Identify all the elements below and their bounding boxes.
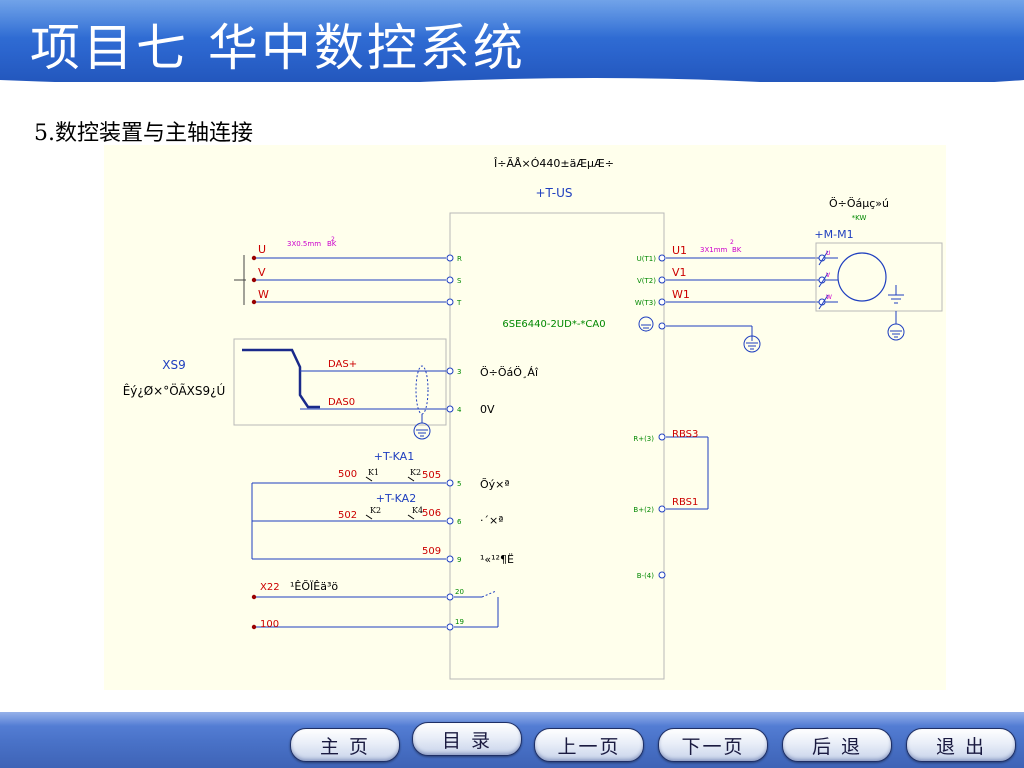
motor-kw: *KW xyxy=(852,214,867,222)
output-terminal-circles xyxy=(658,254,666,330)
terminal-9: 9 xyxy=(457,556,461,564)
terminal-3: 3 xyxy=(457,368,461,376)
terminal-4: 4 xyxy=(457,406,462,414)
terminal-20: 20 xyxy=(455,588,464,596)
drive-model: 6SE6440-2UD*-*CA0 xyxy=(502,319,605,330)
contact-k4: K4 xyxy=(412,506,423,515)
contact-k2-top: K2 xyxy=(410,468,421,477)
next-page-button[interactable]: 下一页 xyxy=(658,728,768,762)
contact-k2-bottom: K2 xyxy=(370,506,381,515)
analog-lines xyxy=(300,365,446,440)
terminal-r: R xyxy=(457,255,462,263)
contact-k1: K1 xyxy=(368,468,379,477)
motor-box xyxy=(815,242,943,312)
output-cable-sup: 2 xyxy=(730,239,734,246)
diagram-top-title: Î÷ÃÅ×Ó440±äÆµÆ÷ xyxy=(493,157,614,170)
terminal-5: 5 xyxy=(457,480,461,488)
page-title: 项目七 华中数控系统 xyxy=(30,19,526,77)
output-cable-spec: 3X1mm xyxy=(700,246,728,254)
output-phase-w1: W1 xyxy=(672,288,690,301)
motor-winding-w: W xyxy=(826,294,832,301)
terminal-s: S xyxy=(457,277,462,285)
analog-terminal-circles xyxy=(446,367,454,413)
rbs1-label: RBS1 xyxy=(672,497,698,508)
analog-desc-0v: 0V xyxy=(480,403,495,416)
das0-label: DAS0 xyxy=(328,397,355,408)
ka2-tag: +T-KA2 xyxy=(376,492,416,505)
header-highlight xyxy=(0,0,1024,38)
output-cable-color: BK xyxy=(732,246,742,254)
digital-terminal-circles xyxy=(446,479,454,563)
brake-terminal-circles xyxy=(658,433,666,579)
xs9-cable xyxy=(242,348,320,409)
exit-button[interactable]: 退 出 xyxy=(906,728,1016,762)
xs9-tag: XS9 xyxy=(162,358,185,372)
x22-description: ¹ÊÕÏÊä³ö xyxy=(290,580,338,593)
supply-cable-color: BK xyxy=(327,240,337,248)
xs9-description: Êý¿Ø×°ÖÃXS9¿Ú xyxy=(123,382,226,398)
section-subtitle: 5.数控装置与主轴连接 xyxy=(34,121,253,146)
wire-502: 502 xyxy=(338,510,357,521)
motor-winding-v: V xyxy=(826,272,831,279)
terminal-r-plus: R+(3) xyxy=(633,435,654,443)
wire-505: 505 xyxy=(422,470,441,481)
motor-name: Ö÷Öáµç»ú xyxy=(829,197,889,210)
ka1-tag: +T-KA1 xyxy=(374,450,414,463)
motor-symbol xyxy=(837,252,887,302)
supply-terminal-circles xyxy=(446,254,454,306)
wire-100: 100 xyxy=(260,619,279,630)
rbs3-label: RBS3 xyxy=(672,429,698,440)
output-phase-u1: U1 xyxy=(672,244,687,257)
drive-box xyxy=(449,212,665,680)
x22-tag: X22 xyxy=(260,582,280,593)
relay-dots xyxy=(251,594,257,630)
back-button[interactable]: 后 退 xyxy=(782,728,892,762)
header-bar xyxy=(0,0,1024,82)
supply-dots xyxy=(251,255,257,305)
analog-desc-spindle: Ö÷ÖáÖ¸Áî xyxy=(480,366,539,379)
contact-marks xyxy=(365,476,415,520)
terminal-19: 19 xyxy=(455,618,464,626)
supply-lines xyxy=(234,255,446,305)
contents-button[interactable]: 目 录 xyxy=(412,722,522,756)
output-lines xyxy=(666,257,822,341)
terminal-w-t3: W(T3) xyxy=(635,299,656,307)
header-wave-decoration xyxy=(0,78,1024,104)
brake-lines xyxy=(666,436,709,510)
supply-phase-v: V xyxy=(258,266,266,279)
relay-terminal-circles xyxy=(446,593,454,631)
motor-ground-symbol xyxy=(887,285,905,341)
terminal-b-minus: B-(4) xyxy=(637,572,655,580)
prev-page-button[interactable]: 上一页 xyxy=(534,728,644,762)
wire-509: 509 xyxy=(422,546,441,557)
wire-506: 506 xyxy=(422,508,441,519)
motor-winding-u: U xyxy=(826,250,830,257)
navigation-bar-highlight xyxy=(0,712,1024,726)
terminal-v-t2: V(T2) xyxy=(637,277,656,285)
supply-cable-sup: 2 xyxy=(331,236,335,243)
wire-500: 500 xyxy=(338,469,357,480)
digital-lines xyxy=(251,482,446,560)
digital-desc-forward: Õý×ª xyxy=(480,478,510,491)
digital-desc-common: ¹«¹²¶Ë xyxy=(480,553,514,566)
terminal-u-t1: U(T1) xyxy=(637,255,657,263)
output-ground-symbol xyxy=(743,335,761,353)
terminal-6: 6 xyxy=(457,518,462,526)
xs9-box xyxy=(233,338,447,426)
supply-phase-w: W xyxy=(258,288,269,301)
relay-lines xyxy=(254,590,499,628)
wiring-diagram: Î÷ÃÅ×Ó440±äÆµÆ÷ +T-US 6SE6440-2UD*-*CA0 … xyxy=(104,145,946,690)
supply-cable-spec: 3X0.5mm xyxy=(287,240,321,248)
drive-pe-symbol xyxy=(638,316,654,332)
drive-unit-tag: +T-US xyxy=(535,186,572,200)
digital-desc-reverse: ·´×ª xyxy=(480,514,503,527)
motor-windings xyxy=(818,250,838,310)
supply-phase-u: U xyxy=(258,243,266,256)
home-button[interactable]: 主 页 xyxy=(290,728,400,762)
motor-tag: +M-M1 xyxy=(814,228,853,241)
output-phase-v1: V1 xyxy=(672,266,687,279)
das-plus-label: DAS+ xyxy=(328,359,357,370)
terminal-b-plus: B+(2) xyxy=(633,506,654,514)
terminal-t: T xyxy=(456,299,462,307)
